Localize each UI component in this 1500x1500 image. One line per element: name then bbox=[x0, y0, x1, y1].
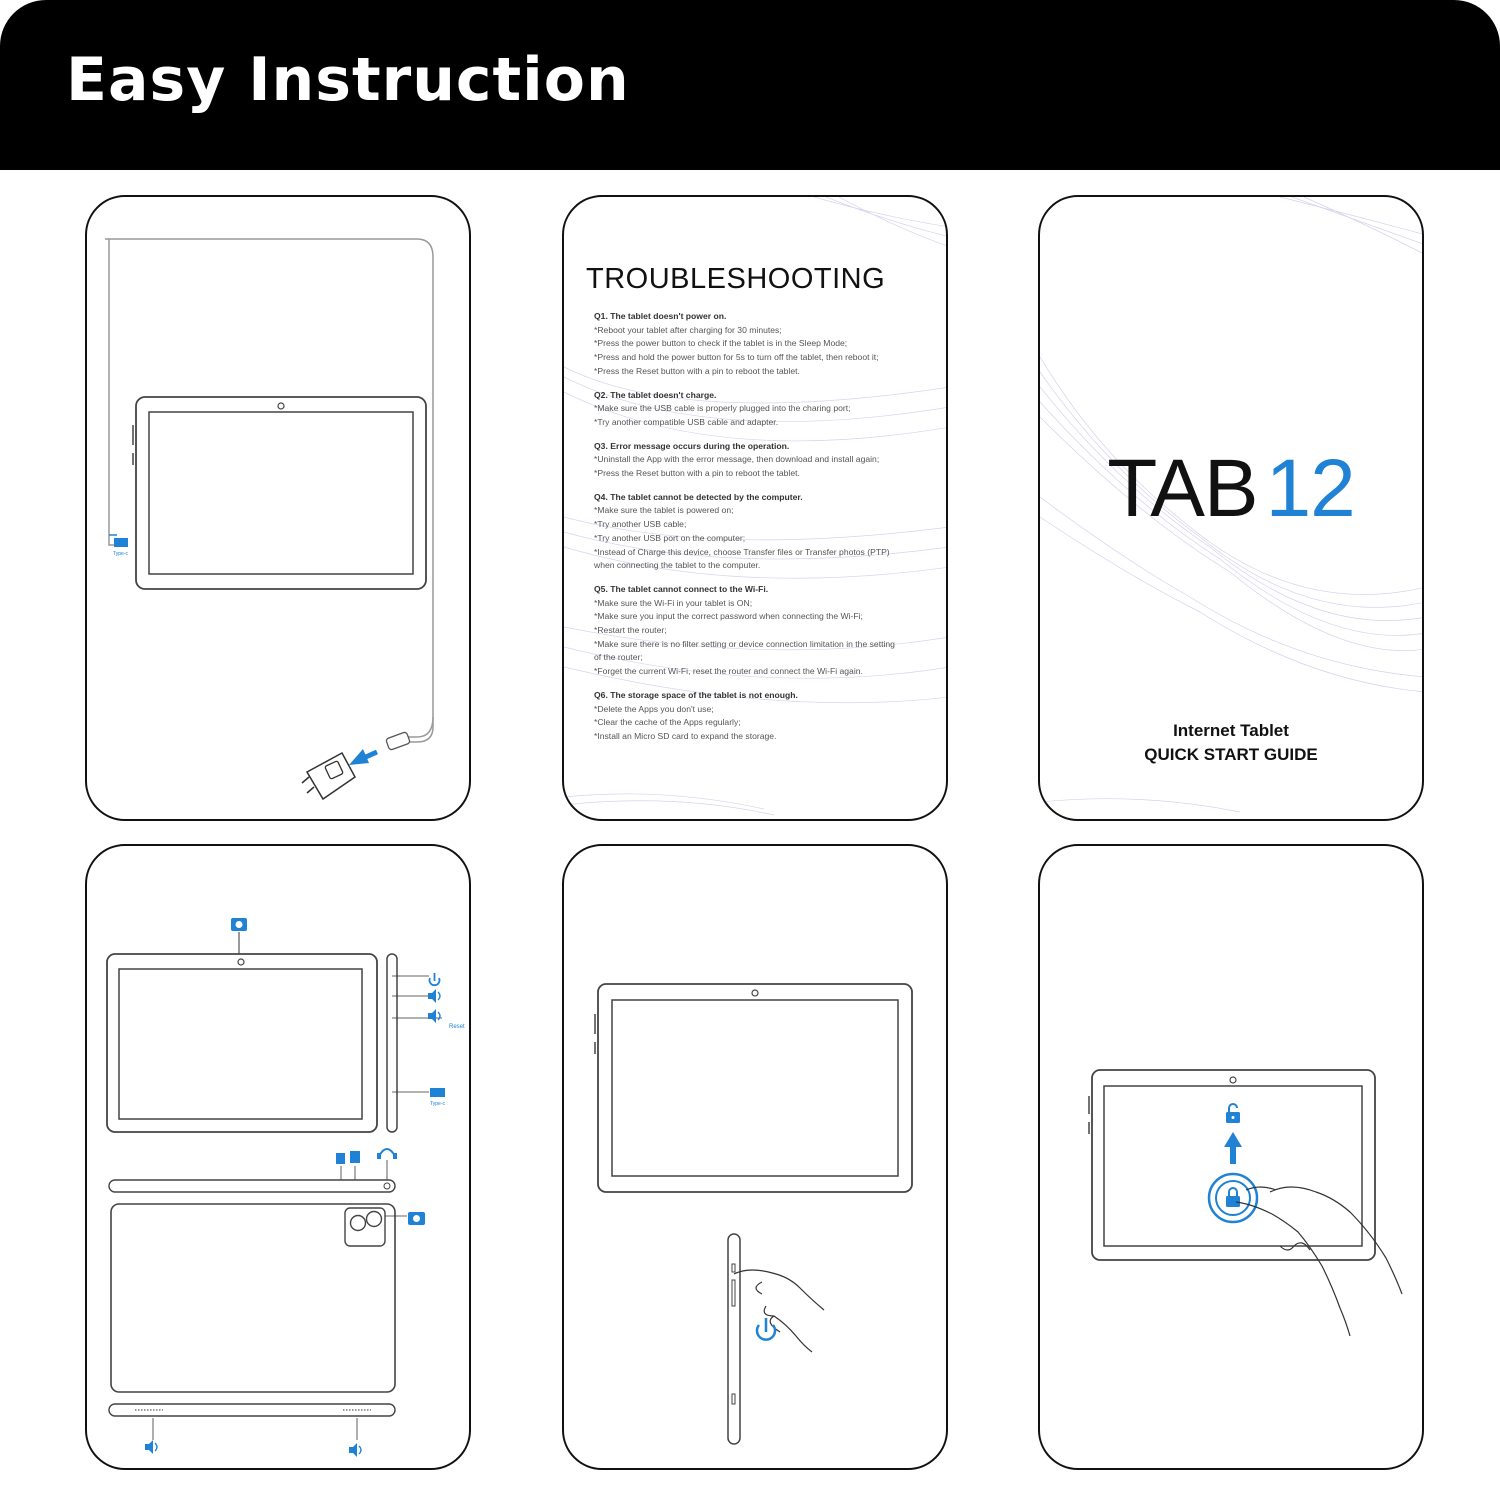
faq-answer-line: *Clear the cache of the Apps regularly; bbox=[594, 717, 741, 728]
faq-answer-line: *Press the Reset button with a pin to re… bbox=[594, 468, 800, 479]
faq-answer-line: *Press the Reset button with a pin to re… bbox=[594, 365, 800, 376]
faq-item: Q3. Error message occurs during the oper… bbox=[594, 440, 939, 481]
header-banner: Easy Instruction bbox=[0, 0, 1500, 170]
usb-c-icon: Type-c bbox=[430, 1088, 446, 1107]
headphone-icon bbox=[377, 1148, 397, 1159]
volume-down-icon bbox=[428, 1009, 441, 1023]
faq-answer-line: *Make sure the USB cable is properly plu… bbox=[594, 403, 851, 414]
faq-answer-line: when connecting the tablet to the comput… bbox=[594, 560, 761, 571]
model-name: TAB12 bbox=[1040, 439, 1422, 539]
troubleshooting-title: TROUBLESHOOTING bbox=[586, 263, 886, 295]
usb-c-icon bbox=[109, 534, 128, 547]
speaker-icon bbox=[145, 1440, 158, 1454]
port-label: Type-c bbox=[113, 551, 129, 557]
faq-answer-line: *Restart the router; bbox=[594, 625, 667, 636]
charging-illustration: Type-c bbox=[105, 238, 434, 801]
faq-answer-line: *Make sure there is no filter setting or… bbox=[594, 638, 895, 649]
page-title: Easy Instruction bbox=[66, 45, 630, 115]
faq-answer-line: *Delete the Apps you don't use; bbox=[594, 703, 714, 714]
faq-item: Q4. The tablet cannot be detected by the… bbox=[594, 491, 939, 573]
hand-icon bbox=[733, 1269, 825, 1353]
faq-answer-line: *Forget the current Wi-Fi, reset the rou… bbox=[594, 666, 863, 677]
cover-wave-decoration bbox=[1040, 197, 1422, 813]
faq-answer-line: *Press and hold the power button for 5s … bbox=[594, 352, 879, 363]
faq-question: Q5. The tablet cannot connect to the Wi-… bbox=[594, 583, 769, 594]
troubleshooting-panel: TROUBLESHOOTING Q1. The tablet doesn't p… bbox=[562, 195, 948, 821]
faq-answer-line: *Try another compatible USB cable and ad… bbox=[594, 416, 779, 427]
faq-answer-line: *Instead of Charge this device, choose T… bbox=[594, 546, 890, 557]
cover-subtitle-1: Internet Tablet bbox=[1173, 721, 1289, 740]
cover-panel: TAB12 Internet Tablet QUICK START GUIDE bbox=[1038, 195, 1424, 821]
faq-answer-line: *Make sure the tablet is powered on; bbox=[594, 505, 734, 516]
power-icon bbox=[428, 973, 441, 986]
faq-answer-line: *Make sure you input the correct passwor… bbox=[594, 611, 863, 622]
volume-up-icon bbox=[428, 989, 441, 1003]
cover-subtitle-2: QUICK START GUIDE bbox=[1144, 745, 1318, 764]
power-on-illustration bbox=[594, 983, 913, 1445]
faq-question: Q3. Error message occurs during the oper… bbox=[594, 440, 790, 451]
arrow-up-icon bbox=[1224, 1132, 1242, 1164]
faq-answer-line: *Install an Micro SD card to expand the … bbox=[594, 730, 777, 741]
faq-answer-line: *Press the power button to check if the … bbox=[594, 338, 848, 349]
faq-question: Q6. The storage space of the tablet is n… bbox=[594, 689, 798, 700]
model-word: TAB bbox=[1107, 443, 1258, 534]
unlock-panel bbox=[1038, 844, 1424, 1470]
speaker-icon bbox=[349, 1443, 362, 1457]
faq-item: Q2. The tablet doesn't charge. *Make sure… bbox=[594, 389, 939, 430]
wave-decoration bbox=[564, 197, 946, 816]
faq-item: Q6. The storage space of the tablet is n… bbox=[594, 689, 939, 744]
faq-answer-line: *Try another USB port on the computer; bbox=[594, 532, 746, 543]
power-on-panel bbox=[562, 844, 948, 1470]
faq-answer-line: *Uninstall the App with the error messag… bbox=[594, 454, 880, 465]
unlock-illustration bbox=[1088, 1069, 1403, 1337]
overview-port-label: Type-c bbox=[430, 1101, 446, 1107]
troubleshooting-list: Q1. The tablet doesn't power on. *Reboot … bbox=[594, 310, 939, 754]
unlock-icon bbox=[1226, 1103, 1240, 1123]
faq-answer-line: *Reboot your tablet after charging for 3… bbox=[594, 324, 782, 335]
faq-answer-line: *Make sure the Wi-Fi in your tablet is O… bbox=[594, 597, 753, 608]
model-number: 12 bbox=[1265, 443, 1356, 534]
faq-item: Q5. The tablet cannot connect to the Wi-… bbox=[594, 583, 939, 679]
rear-camera-icon bbox=[408, 1212, 425, 1225]
faq-answer-line: *Try another USB cable; bbox=[594, 519, 687, 530]
lock-icon bbox=[1207, 1172, 1259, 1224]
reset-label: Reset bbox=[449, 1024, 465, 1030]
adapter-icon bbox=[301, 751, 356, 801]
camera-icon bbox=[231, 918, 247, 931]
charging-panel: Type-c bbox=[85, 195, 471, 821]
faq-answer-line: of the router; bbox=[594, 652, 643, 663]
faq-item: Q1. The tablet doesn't power on. *Reboot … bbox=[594, 310, 939, 379]
faq-question: Q2. The tablet doesn't charge. bbox=[594, 389, 717, 400]
overview-panel: Reset Type-c bbox=[85, 844, 471, 1470]
hand-icon bbox=[1235, 1186, 1403, 1337]
faq-question: Q1. The tablet doesn't power on. bbox=[594, 311, 727, 321]
power-icon bbox=[755, 1318, 777, 1341]
faq-question: Q4. The tablet cannot be detected by the… bbox=[594, 491, 803, 502]
overview-illustration: Reset Type-c bbox=[106, 918, 465, 1457]
sim-card-icon bbox=[336, 1151, 360, 1164]
usb-plug bbox=[385, 731, 411, 751]
